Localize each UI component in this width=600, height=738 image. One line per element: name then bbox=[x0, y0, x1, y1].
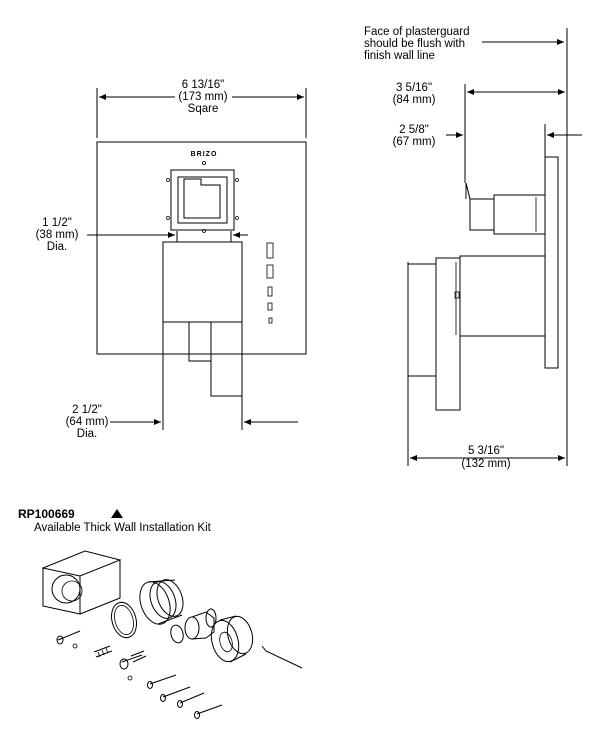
valve-side-profile bbox=[407, 156, 559, 466]
width-dim-line1: 6 13/16" bbox=[182, 79, 224, 91]
thick-wall-kit: RP100669 Available Thick Wall Installati… bbox=[18, 507, 303, 719]
lever-handle bbox=[162, 241, 243, 430]
front-view: 6 13/16" (173 mm) Sqare BRIZO 1 1/2" (38… bbox=[36, 79, 307, 440]
dim-c-line2: (132 mm) bbox=[461, 458, 510, 470]
brand-mark: BRIZO bbox=[191, 151, 218, 158]
kit-description: Available Thick Wall Installation Kit bbox=[34, 522, 212, 534]
side-view: Face of plasterguard should be flush wit… bbox=[364, 26, 582, 470]
kit-extension-cube bbox=[41, 550, 122, 615]
diverter-knob bbox=[166, 169, 239, 233]
kit-small-ring bbox=[170, 624, 184, 644]
handle-dim-line2: (38 mm) bbox=[36, 229, 79, 241]
plaster-note-line1: Face of plasterguard bbox=[364, 26, 469, 38]
kit-hex-key bbox=[261, 645, 303, 669]
kit-triangle-icon bbox=[111, 509, 123, 518]
dim-b-line2: (67 mm) bbox=[393, 136, 436, 148]
width-dim-line2: (173 mm) bbox=[178, 91, 227, 103]
dim-a-line1: 3 5/16" bbox=[396, 82, 432, 94]
dim-c-line1: 5 3/16" bbox=[468, 445, 504, 457]
dim-b-line1: 2 5/8" bbox=[399, 124, 429, 136]
handle-dim-line3: Dia. bbox=[47, 241, 67, 253]
kit-o-ring bbox=[111, 601, 137, 639]
escutcheon-dim-line1: 2 1/2" bbox=[72, 404, 102, 416]
kit-end-cap bbox=[210, 615, 254, 663]
plaster-note-line3: finish wall line bbox=[364, 50, 435, 62]
width-dim-line3: Sqare bbox=[188, 103, 219, 115]
flow-indicators bbox=[266, 242, 274, 324]
handle-dim-line1: 1 1/2" bbox=[42, 217, 72, 229]
plaster-note-line2: should be flush with bbox=[364, 38, 465, 50]
kit-part-number: RP100669 bbox=[18, 507, 75, 521]
escutcheon-dim-line2: (64 mm) bbox=[66, 416, 109, 428]
faceplate bbox=[96, 141, 307, 355]
escutcheon-dim-line3: Dia. bbox=[77, 428, 97, 440]
dim-a-line2: (84 mm) bbox=[393, 94, 436, 106]
kit-threaded-sleeve bbox=[139, 579, 184, 625]
kit-screws bbox=[56, 630, 223, 719]
